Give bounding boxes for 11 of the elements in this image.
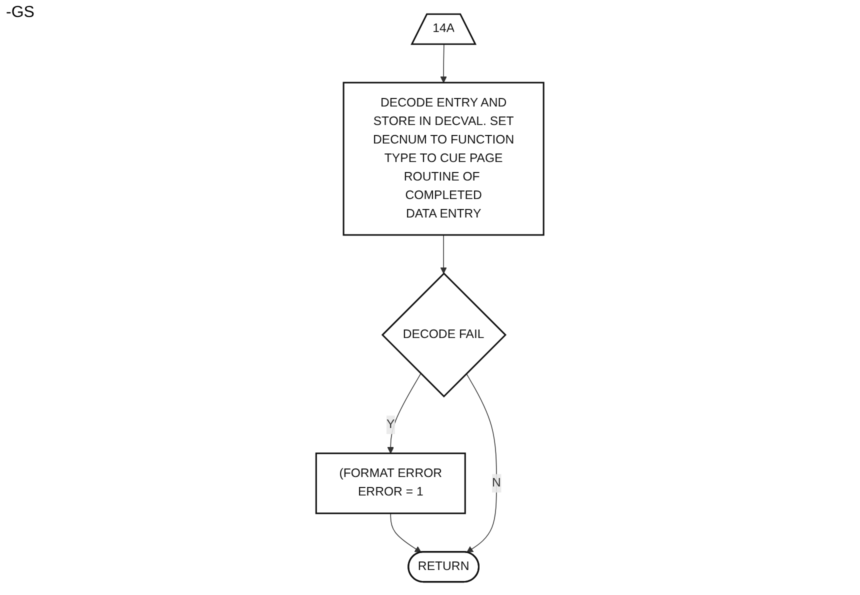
arrow (387, 372, 422, 454)
node-diamond: DECODE FAIL (382, 272, 507, 397)
arrow (466, 372, 498, 552)
node-box: (FORMAT ERROR ERROR = 1 (316, 452, 466, 514)
edge-label: Y (386, 417, 395, 431)
arrow (440, 234, 448, 274)
edge-label: N (492, 476, 502, 490)
page-label: -GS (6, 4, 34, 22)
arrow (440, 44, 448, 82)
arrow (390, 512, 422, 552)
node-box: DECODE ENTRY AND STORE IN DECVAL. SET DECNUM TO FUNCTION TYPE TO CUE PAGE ROUTINE OF COMPLETED DATA ENTRY (342, 81, 544, 236)
